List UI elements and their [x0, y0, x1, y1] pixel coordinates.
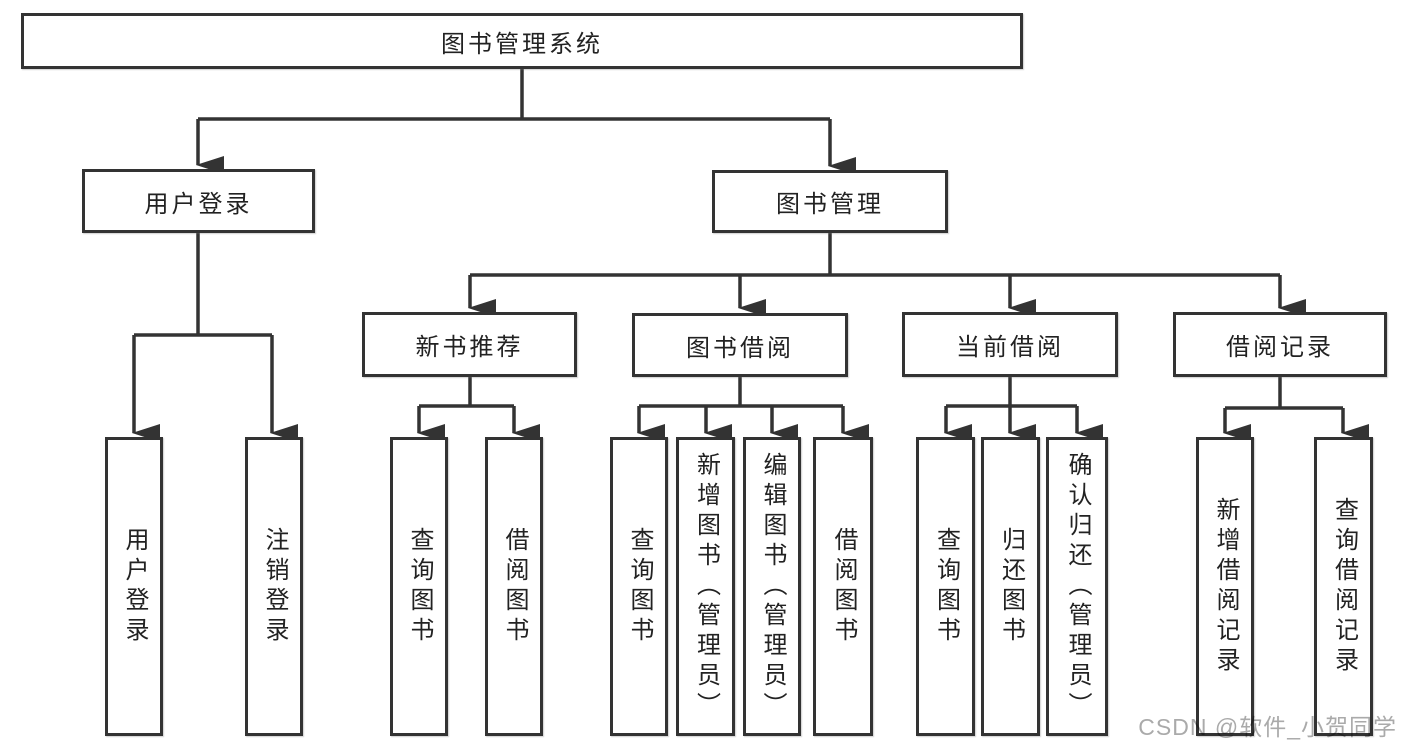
node-label: 查询借阅记录 — [1330, 496, 1358, 677]
leaf-borrow-books: 借阅图书 — [813, 437, 873, 736]
node-label: 借阅图书 — [501, 526, 528, 647]
node-borrow-records: 借阅记录 — [1173, 312, 1387, 377]
node-book-borrow: 图书借阅 — [632, 313, 848, 377]
leaf-return-books: 归还图书 — [981, 437, 1040, 736]
leaf-query-borrow-record: 查询借阅记录 — [1314, 437, 1373, 736]
node-label: 新书推荐 — [415, 334, 524, 361]
node-label: 注销登录 — [261, 526, 288, 647]
node-label: 图书管理系统 — [441, 30, 603, 58]
node-label: 当前借阅 — [956, 334, 1064, 361]
node-new-book-recommend: 新书推荐 — [362, 312, 577, 377]
node-label: 借阅图书 — [830, 526, 857, 647]
csdn-watermark: CSDN @软件_小贺同学 — [1138, 714, 1397, 740]
node-label: 图书借阅 — [686, 334, 794, 362]
node-label: 查询图书 — [626, 526, 653, 647]
leaf-add-borrow-record: 新增借阅记录 — [1196, 437, 1254, 736]
node-label: 查询图书 — [406, 526, 433, 647]
node-label: 查询图书 — [932, 526, 960, 647]
leaf-logout: 注销登录 — [245, 437, 303, 736]
leaf-borrow-books-recommend: 借阅图书 — [485, 437, 543, 736]
node-label: 新增图书（管理员） — [692, 451, 720, 722]
leaf-query-books-recommend: 查询图书 — [390, 437, 448, 736]
node-label: 用户登录 — [121, 526, 148, 647]
leaf-query-books-borrow: 查询图书 — [610, 437, 668, 736]
leaf-confirm-return-admin: 确认归还（管理员） — [1046, 437, 1108, 736]
node-label: 图书管理 — [776, 191, 884, 218]
node-label: 编辑图书（管理员） — [759, 451, 786, 722]
node-root-library-management-system: 图书管理系统 — [21, 13, 1023, 69]
leaf-user-login: 用户登录 — [105, 437, 163, 736]
node-label: 新增借阅记录 — [1212, 496, 1239, 677]
leaf-query-books-current: 查询图书 — [916, 437, 975, 736]
node-label: 归还图书 — [997, 526, 1025, 647]
node-label: 确认归还（管理员） — [1064, 451, 1091, 722]
node-label: 用户登录 — [144, 190, 253, 218]
node-current-borrow: 当前借阅 — [902, 312, 1118, 377]
leaf-add-books-admin: 新增图书（管理员） — [676, 437, 735, 736]
node-user-login: 用户登录 — [82, 169, 315, 233]
leaf-edit-books-admin: 编辑图书（管理员） — [743, 437, 801, 736]
node-label: 借阅记录 — [1226, 334, 1334, 361]
node-book-management: 图书管理 — [712, 170, 948, 233]
